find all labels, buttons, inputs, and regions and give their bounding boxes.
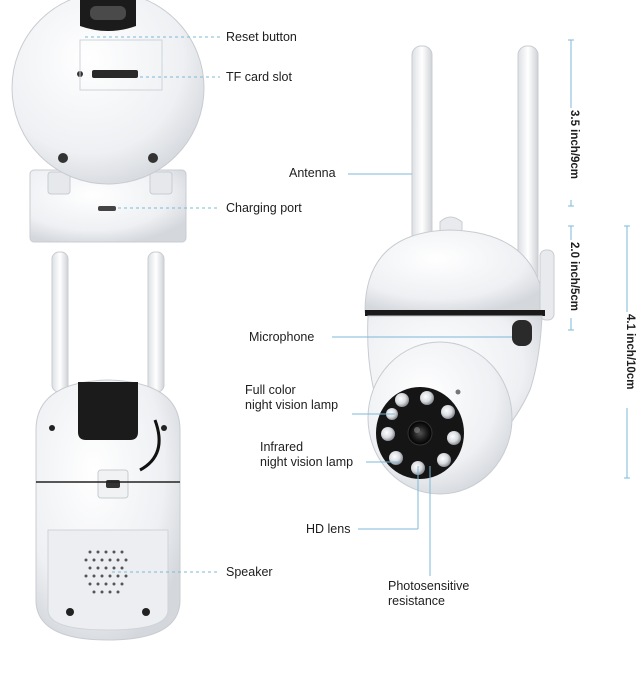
speaker-plate xyxy=(47,529,169,631)
screw-right xyxy=(148,153,158,163)
label-photosensitive-2: resistance xyxy=(388,594,445,608)
dimension-total-height: 4.1 inch/10cm xyxy=(624,314,636,390)
rear-screw-left xyxy=(66,608,74,616)
leader-lines xyxy=(85,36,512,576)
cable xyxy=(139,419,161,472)
antenna-left-rear xyxy=(51,251,69,393)
antenna-left-front xyxy=(411,45,433,247)
label-speaker: Speaker xyxy=(226,565,273,579)
upper-dome xyxy=(364,229,546,313)
dimension-lines xyxy=(568,39,630,479)
hd-lens-glass xyxy=(407,420,433,446)
dimension-antenna-height: 3.5 inch/9cm xyxy=(568,110,580,180)
label-reset-button: Reset button xyxy=(226,30,297,44)
antenna-right-rear xyxy=(147,251,165,393)
speaker-grille xyxy=(84,550,128,594)
microphone-slot xyxy=(512,320,532,346)
photosensor-dot xyxy=(455,389,461,395)
label-full-color-lamp-2: night vision lamp xyxy=(245,398,339,412)
label-infrared-lamp-1: Infrared xyxy=(260,440,304,454)
dome-seam xyxy=(365,310,545,316)
label-antenna: Antenna xyxy=(289,166,336,180)
screw-left xyxy=(58,153,68,163)
antenna-bracket xyxy=(539,249,555,321)
label-microphone: Microphone xyxy=(249,330,315,344)
label-charging-port: Charging port xyxy=(226,201,302,215)
rear-panel-outline xyxy=(79,39,163,91)
label-full-color-lamp-1: Full color xyxy=(245,383,296,397)
rear-view-full xyxy=(35,251,181,641)
label-infrared-lamp-2: night vision lamp xyxy=(260,455,354,469)
label-hd-lens: HD lens xyxy=(306,522,351,536)
stand-peg-right xyxy=(149,171,173,195)
tf-slot-opening xyxy=(92,70,138,78)
label-tf-card-slot: TF card slot xyxy=(226,70,292,84)
rear-top-window xyxy=(78,382,138,440)
rear-view-camera xyxy=(11,0,205,243)
label-photosensitive-1: Photosensitive xyxy=(388,579,470,593)
top-lens-glass xyxy=(90,6,126,20)
sphere-head xyxy=(11,0,205,185)
rear-screw-right xyxy=(142,608,150,616)
rear-port xyxy=(106,480,120,488)
led-ring xyxy=(381,391,461,475)
front-view-camera xyxy=(364,45,555,495)
dimension-head-height: 2.0 inch/5cm xyxy=(568,242,580,312)
charging-port-opening xyxy=(98,206,116,211)
stand-peg-left xyxy=(47,171,71,195)
